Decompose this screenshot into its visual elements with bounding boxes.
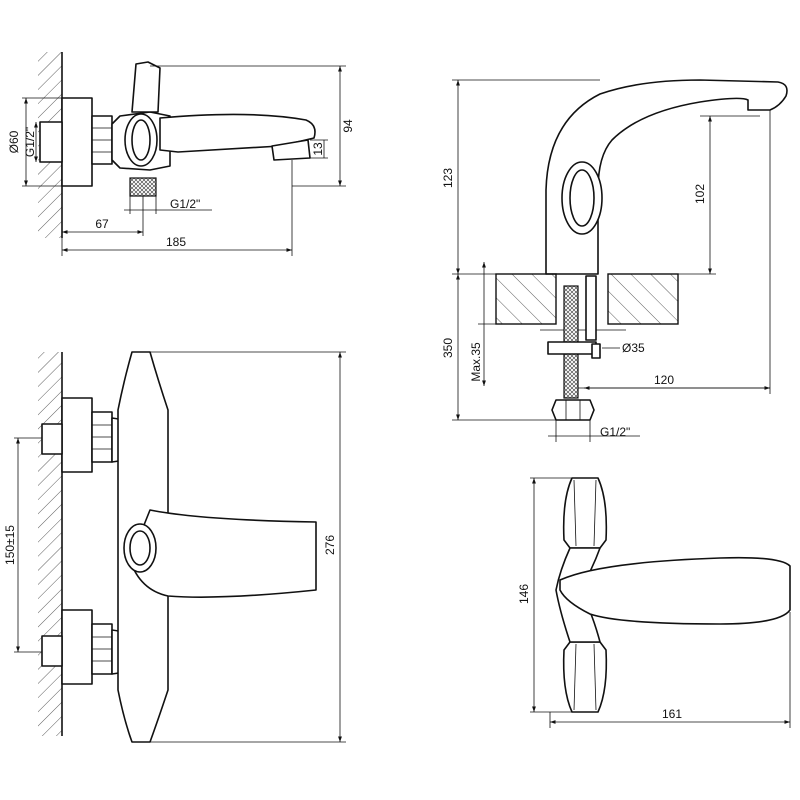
lower-flange — [61, 609, 93, 685]
upper-flange — [61, 397, 93, 473]
wall-flange — [61, 97, 93, 187]
dim-diameter-60: Ø60 — [7, 130, 21, 153]
handle-upper — [562, 477, 608, 549]
hose-nut — [551, 399, 595, 421]
dim-185: 185 — [166, 235, 186, 249]
dim-thread-inlet: G1/2" — [23, 127, 37, 157]
dim-thread-basin: G1/2" — [600, 425, 630, 439]
dim-350: 350 — [441, 338, 455, 358]
dim-67: 67 — [95, 217, 109, 231]
shower-outlet-thread — [129, 177, 157, 197]
handle-lower — [562, 641, 608, 713]
dim-max-35: Max.35 — [469, 342, 483, 382]
plan-view: 146 161 — [517, 477, 791, 728]
dim-thread-shower: G1/2" — [170, 197, 200, 211]
countertop-left — [495, 273, 557, 325]
bath-spout — [159, 113, 316, 153]
dim-161: 161 — [662, 707, 682, 721]
eccentric-fitting — [39, 121, 63, 163]
dim-diameter-35: Ø35 — [622, 341, 645, 355]
spout-plan — [559, 556, 791, 625]
dim-146: 146 — [517, 584, 531, 604]
wall-hatch-front — [38, 352, 62, 736]
dim-276: 276 — [323, 535, 337, 555]
countertop-right — [607, 273, 679, 325]
dim-120: 120 — [654, 373, 674, 387]
dim-123: 123 — [441, 168, 455, 188]
basin-mixer-view: 123 102 350 Max.35 Ø35 120 G1/2" — [441, 79, 788, 442]
dim-102: 102 — [693, 184, 707, 204]
spout-front — [129, 509, 317, 598]
basin-spout — [545, 79, 788, 275]
side-view: Ø60 G1/2" 13 94 G1/2" 67 185 — [7, 52, 355, 256]
dim-13: 13 — [311, 142, 325, 156]
dim-94: 94 — [341, 119, 355, 133]
top-lever — [131, 61, 161, 113]
dim-150-15: 150±15 — [3, 525, 17, 565]
front-view: 150±15 276 — [3, 351, 346, 743]
fixing-rod — [585, 275, 597, 341]
